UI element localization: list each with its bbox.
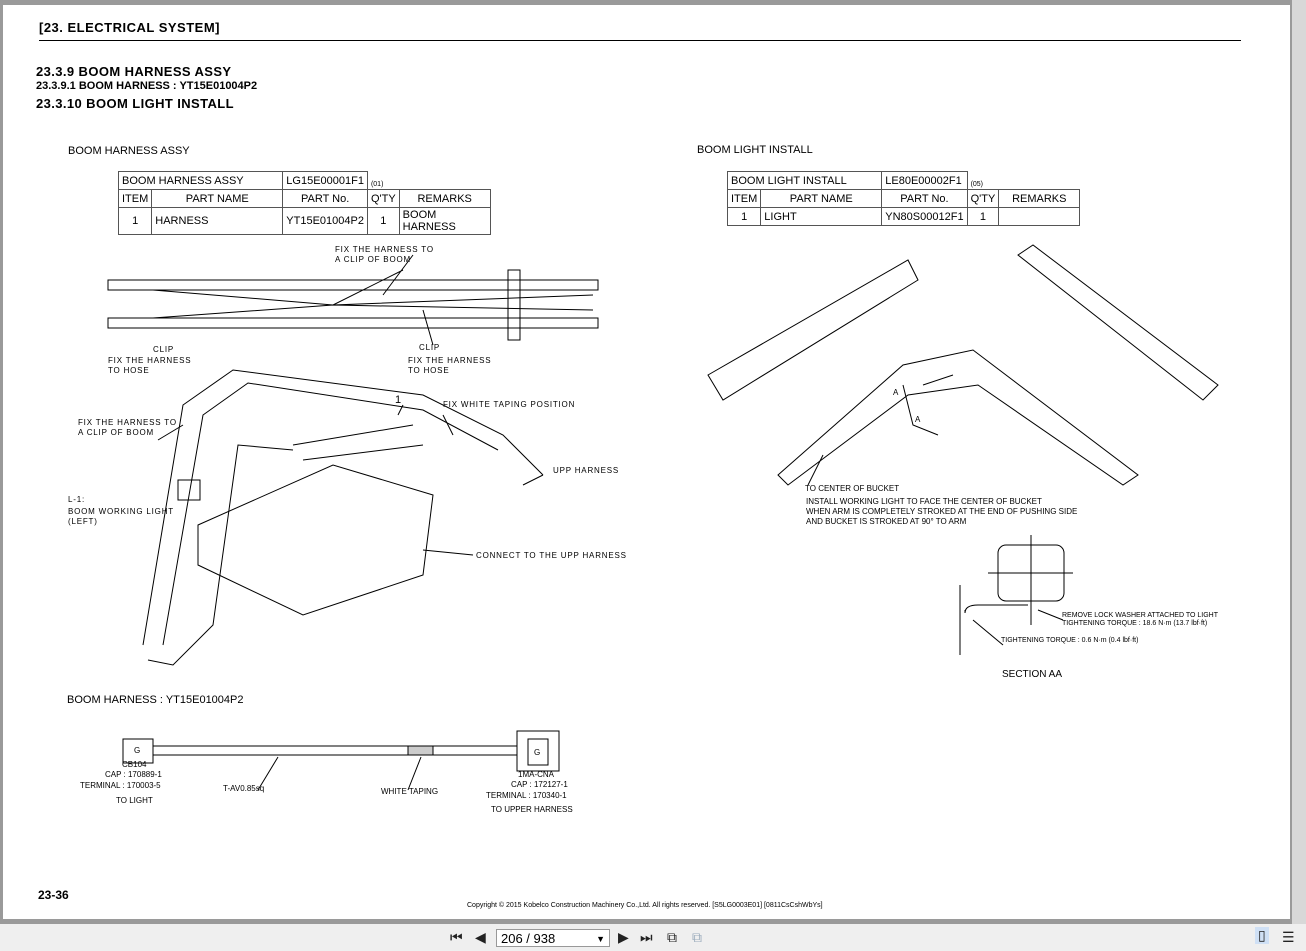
vertical-scrollbar[interactable] [1292, 0, 1306, 924]
cell: 1 [366, 207, 400, 235]
boom-light-install-title: BOOM LIGHT INSTALL [697, 144, 813, 156]
last-page-icon[interactable]: ⏭ [640, 929, 653, 945]
section-marker: A [915, 415, 921, 424]
note: FIX THE HARNESS TO [78, 418, 177, 427]
note: FIX THE HARNESS [108, 356, 192, 365]
connector-terminal: TERMINAL : 170340-1 [486, 791, 567, 800]
section-aa-drawing [959, 535, 1073, 655]
first-page-icon[interactable]: ⏮ [450, 929, 463, 945]
harness-title: BOOM HARNESS : YT15E01004P2 [67, 694, 244, 706]
cell: HARNESS [151, 207, 284, 235]
connector-destination: TO UPPER HARNESS [491, 805, 573, 814]
note: WHEN ARM IS COMPLETELY STROKED AT THE EN… [806, 507, 1078, 516]
cell: LIGHT [760, 207, 883, 226]
note: (LEFT) [68, 517, 98, 526]
taping-label: WHITE TAPING [381, 787, 439, 796]
note: TIGHTENING TORQUE : 0.6 N·m (0.4 lbf·ft) [1001, 637, 1139, 644]
boom-harness-assy-title: BOOM HARNESS ASSY [68, 145, 190, 157]
cell: BOOM HARNESS [398, 207, 491, 235]
connector-cap: CAP : 170889-1 [105, 770, 162, 779]
note: CLIP [419, 343, 440, 352]
note: A CLIP OF BOOM [335, 255, 411, 264]
technical-drawings [107, 244, 1219, 791]
heading-boom-harness: 23.3.9.1 BOOM HARNESS : YT15E01004P2 [36, 80, 258, 92]
assy-number: LG15E00001F1 [282, 171, 368, 190]
page-selector[interactable]: 206 / 938 ▼ [496, 929, 610, 947]
note: CLIP [153, 345, 174, 354]
single-page-view-icon[interactable]: ▯ [1255, 927, 1269, 944]
connector-terminal: TERMINAL : 170003-5 [80, 781, 161, 790]
note: BOOM WORKING LIGHT [68, 507, 174, 516]
connector-label: G [534, 748, 541, 757]
cell: 1 [117, 207, 153, 235]
col-qty: Q'TY [966, 189, 1000, 208]
note: L-1: [68, 495, 85, 504]
heading-boom-light-install: 23.3.10 BOOM LIGHT INSTALL [36, 96, 234, 111]
boom-light-side-view-drawing [707, 244, 1219, 486]
note: AND BUCKET IS STROKED AT 90° TO ARM [806, 517, 967, 526]
boom-isometric-drawing [142, 369, 544, 666]
wire-spec: T-AV0.85sq [223, 784, 265, 793]
viewer-toolbar: ⏮ ◀ 206 / 938 ▼ ▶ ⏭ ⧉ ⧉ ▯ ☰ [0, 924, 1306, 951]
previous-page-icon[interactable]: ◀ [475, 929, 486, 945]
header-rule [39, 40, 1241, 41]
connector-name: CB104 [122, 760, 147, 769]
note: A CLIP OF BOOM [78, 428, 154, 437]
revision: (05) [970, 181, 984, 188]
cell: YN80S00012F1 [881, 207, 968, 226]
col-part-name: PART NAME [151, 189, 284, 208]
note: FIX THE HARNESS [408, 356, 492, 365]
note: REMOVE LOCK WASHER ATTACHED TO LIGHT [1062, 612, 1218, 619]
note: TO HOSE [108, 366, 150, 375]
note: TIGHTENING TORQUE : 18.6 N·m (13.7 lbf·f… [1062, 620, 1208, 627]
connector-name: 1MA-CNA [518, 770, 555, 779]
item-callout: 1 [395, 394, 402, 406]
note: FIX WHITE TAPING POSITION [443, 400, 576, 409]
note: UPP HARNESS [553, 466, 620, 475]
connector-label: G [134, 746, 141, 755]
copyright: Copyright © 2015 Kobelco Construction Ma… [467, 902, 823, 909]
boom-top-view-drawing [107, 254, 599, 346]
connector-cap: CAP : 172127-1 [511, 780, 568, 789]
col-item: ITEM [117, 189, 153, 208]
cell: YT15E01004P2 [282, 207, 368, 235]
page-indicator: 206 / 938 [501, 931, 556, 946]
section-header: [23. ELECTRICAL SYSTEM] [39, 20, 221, 35]
assy-name: BOOM HARNESS ASSY [117, 171, 284, 190]
continuous-view-icon[interactable]: ☰ [1282, 929, 1295, 945]
col-qty: Q'TY [366, 189, 400, 208]
revision: (01) [370, 181, 384, 188]
note: INSTALL WORKING LIGHT TO FACE THE CENTER… [806, 497, 1042, 506]
next-page-icon[interactable]: ▶ [618, 929, 629, 945]
page-number: 23-36 [38, 888, 69, 902]
note: CONNECT TO THE UPP HARNESS [476, 551, 627, 560]
section-marker: A [893, 388, 899, 397]
harness-wiring-diagram [122, 730, 560, 791]
cell: 1 [726, 207, 762, 226]
note: TO HOSE [408, 366, 450, 375]
heading-boom-harness-assy: 23.3.9 BOOM HARNESS ASSY [36, 64, 232, 79]
section-aa-label: SECTION AA [1002, 669, 1063, 680]
note: FIX THE HARNESS TO [335, 245, 434, 254]
document-page: [23. ELECTRICAL SYSTEM] 23.3.9 BOOM HARN… [3, 5, 1290, 919]
note: TO CENTER OF BUCKET [805, 484, 900, 493]
connector-destination: TO LIGHT [116, 796, 153, 805]
cell [998, 207, 1081, 226]
go-back-icon[interactable]: ⧉ [667, 929, 677, 945]
go-forward-icon[interactable]: ⧉ [692, 929, 702, 945]
chevron-down-icon: ▼ [596, 934, 605, 944]
